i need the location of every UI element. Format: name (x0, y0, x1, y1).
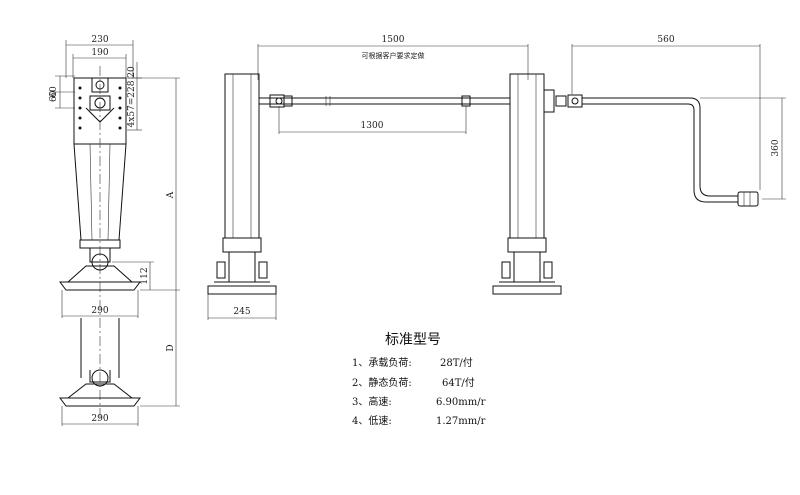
spec-row-4-label: 4、低速: (352, 414, 392, 427)
dim-230: 230 (91, 35, 108, 45)
dim-20: 20 (127, 66, 137, 78)
side-view: 230 190 60 60 20 4x57=228 (49, 35, 180, 426)
dim-290-a: 290 (91, 306, 108, 316)
dim-245: 245 (233, 307, 250, 317)
spec-row-3-label: 3、高速: (352, 395, 392, 408)
dim-A: A (166, 191, 176, 199)
spec-title: 标准型号 (385, 332, 441, 348)
dim-60-a: 60 (49, 86, 59, 98)
dim-190: 190 (91, 48, 108, 58)
spec-row-1-label: 1、承载负荷: (352, 356, 412, 369)
dim-290-b: 290 (91, 414, 108, 424)
dim-112: 112 (140, 267, 150, 284)
dim-D: D (166, 344, 176, 351)
spec-block: 标准型号 1、承载负荷: 28T/付 2、静态负荷: 64T/付 3、高速: 6… (352, 332, 486, 427)
spec-row-4-value: 1.27mm/r (436, 416, 486, 427)
dim-360: 360 (771, 139, 781, 156)
spec-row-2-label: 2、静态负荷: (352, 376, 412, 389)
spec-row-3-value: 6.90mm/r (436, 397, 486, 408)
dim-560: 560 (657, 35, 674, 45)
note-custom-length: 可根据客户要求定做 (362, 51, 425, 60)
front-view: 1500 可根据客户要求定做 245 1300 (207, 35, 786, 320)
dim-60-b: 60 (49, 90, 59, 102)
dim-1500: 1500 (382, 35, 405, 45)
dim-1300: 1300 (361, 121, 384, 131)
spec-row-1-value: 28T/付 (440, 356, 473, 369)
dim-4x57: 4x57=228 (127, 80, 137, 127)
spec-row-2-value: 64T/付 (442, 376, 475, 389)
